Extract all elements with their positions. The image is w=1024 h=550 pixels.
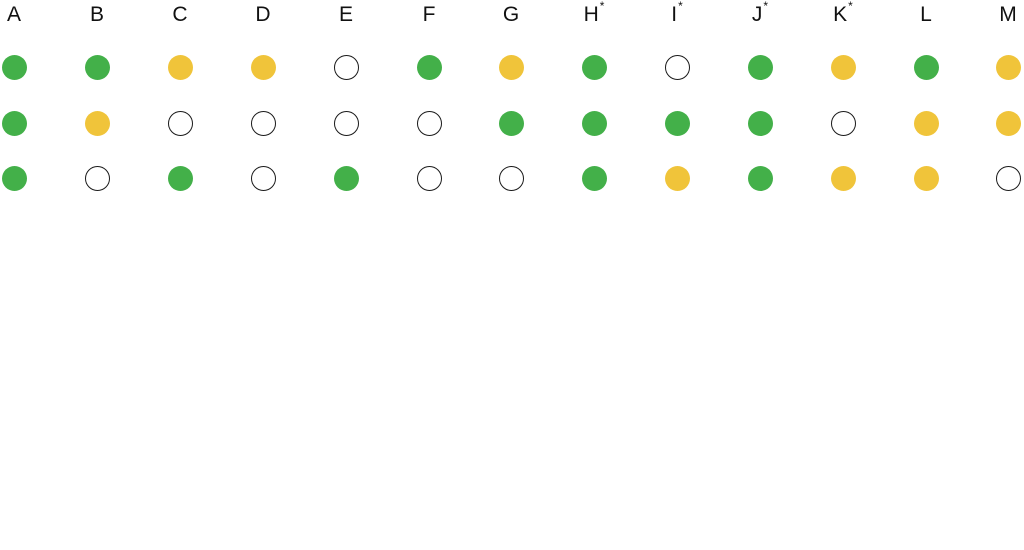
status-dot-green	[1, 110, 27, 136]
status-dot-green	[333, 165, 359, 191]
status-dot-empty	[250, 110, 276, 136]
column-footnote-marker: *	[599, 0, 605, 13]
status-dot-green	[416, 54, 442, 80]
status-dot-yellow	[913, 165, 939, 191]
status-dot-empty	[664, 54, 690, 80]
column-header-k: K*	[823, 0, 863, 27]
column-header-m: M	[988, 3, 1024, 27]
status-dot-yellow	[498, 54, 524, 80]
status-dot-green	[581, 54, 607, 80]
status-dot-empty	[333, 54, 359, 80]
status-dot-yellow	[995, 110, 1021, 136]
column-header-f: F	[409, 3, 449, 27]
status-dot-empty	[250, 165, 276, 191]
status-dot-yellow	[830, 54, 856, 80]
column-label: A	[6, 3, 21, 26]
column-header-a: A	[0, 3, 34, 27]
column-label: I	[671, 3, 678, 26]
column-header-i: I*	[657, 0, 697, 27]
status-dot-green	[747, 54, 773, 80]
column-footnote-marker: *	[848, 0, 853, 13]
column-header-l: L	[906, 3, 946, 27]
status-dot-green	[167, 165, 193, 191]
status-dot-green	[1, 165, 27, 191]
column-header-c: C	[160, 3, 200, 27]
column-label: D	[255, 3, 271, 26]
status-dot-green	[84, 54, 110, 80]
status-dot-green	[913, 54, 939, 80]
column-label: G	[502, 3, 520, 26]
column-label: E	[338, 3, 353, 26]
status-dot-yellow	[913, 110, 939, 136]
status-dot-green	[747, 165, 773, 191]
column-header-b: B	[77, 3, 117, 27]
column-label: F	[422, 3, 436, 26]
column-header-g: G	[491, 3, 531, 27]
column-footnote-marker: *	[763, 0, 769, 13]
column-label: H	[583, 3, 599, 26]
status-dot-green	[581, 110, 607, 136]
column-label: K	[833, 3, 848, 26]
status-dot-green	[747, 110, 773, 136]
status-dot-green	[1, 54, 27, 80]
status-dot-empty	[167, 110, 193, 136]
status-dot-yellow	[830, 165, 856, 191]
status-dot-empty	[416, 110, 442, 136]
status-dot-empty	[498, 165, 524, 191]
status-dot-yellow	[250, 54, 276, 80]
status-dot-empty	[995, 165, 1021, 191]
column-header-h: H*	[574, 0, 614, 27]
column-label: B	[89, 3, 104, 26]
column-header-e: E	[326, 3, 366, 27]
column-label: J	[751, 3, 763, 26]
status-dot-empty	[416, 165, 442, 191]
status-dot-empty	[333, 110, 359, 136]
status-dot-green	[498, 110, 524, 136]
column-label: L	[920, 3, 932, 26]
column-header-d: D	[243, 3, 283, 27]
status-dot-empty	[84, 165, 110, 191]
status-dot-green	[581, 165, 607, 191]
status-dot-yellow	[664, 165, 690, 191]
status-dot-empty	[830, 110, 856, 136]
column-label: M	[999, 3, 1017, 26]
status-dot-yellow	[995, 54, 1021, 80]
status-dot-yellow	[167, 54, 193, 80]
status-dot-yellow	[84, 110, 110, 136]
status-dot-green	[664, 110, 690, 136]
column-footnote-marker: *	[678, 0, 683, 13]
column-header-j: J*	[740, 0, 780, 27]
column-label: C	[172, 3, 188, 26]
